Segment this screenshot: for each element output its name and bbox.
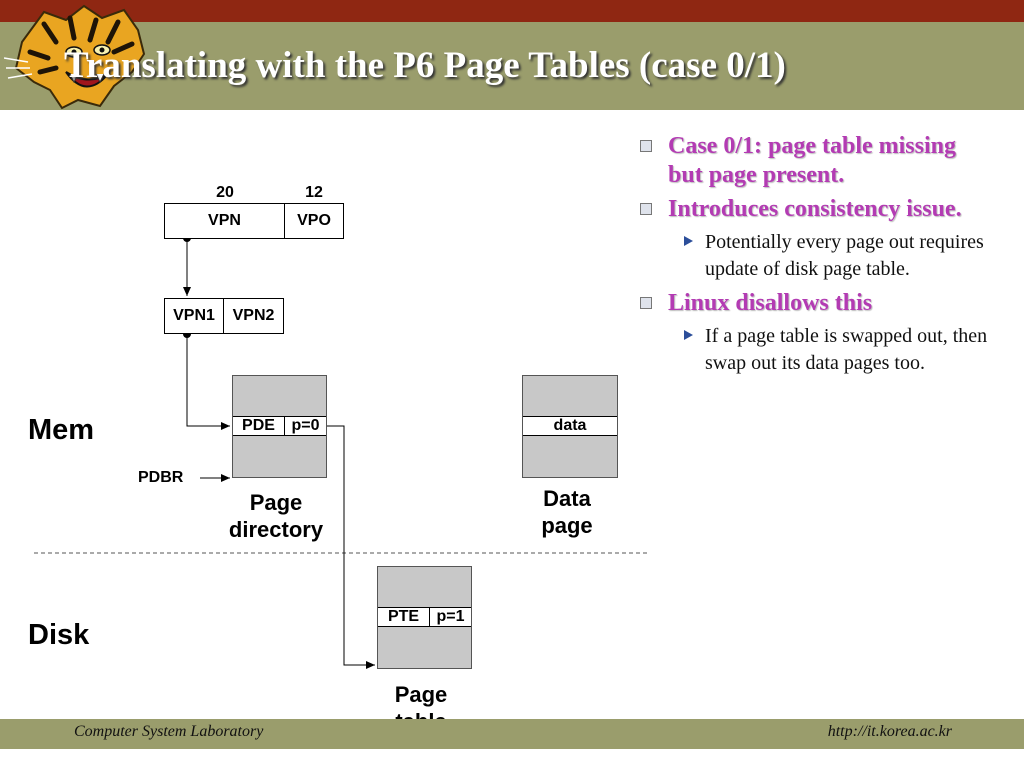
page-directory-box: PDE p=0 (232, 375, 327, 478)
page-directory-label-line1: Page (249, 490, 303, 515)
pte-flag: p=1 (436, 608, 465, 625)
vpn-split-box: VPN1 VPN2 (164, 298, 284, 334)
vpo-bits-label: 12 (305, 184, 323, 201)
title-bar (0, 22, 1024, 110)
pte-field: PTE (378, 608, 430, 626)
mem-label: Mem (28, 414, 95, 446)
pde-field: PDE (233, 417, 285, 435)
bullet-text: Introduces consistency issue. (668, 196, 962, 222)
data-page-label: Data page (512, 485, 622, 539)
bullet-list: Case 0/1: page table missing but page pr… (640, 132, 990, 383)
virtual-address-box: VPN VPO (164, 203, 344, 239)
vpn-bits-label: 20 (216, 184, 234, 201)
footer-lab-name: Computer System Laboratory (74, 723, 264, 740)
pte-row: PTE p=1 (378, 607, 471, 627)
square-bullet-icon (640, 140, 652, 152)
pdbr-label: PDBR (138, 469, 184, 486)
bullet-text: Potentially every page out requires upda… (705, 231, 984, 280)
page-directory-label: Page directory (206, 489, 346, 543)
sub-bullet-page-out: Potentially every page out requires upda… (640, 229, 990, 283)
square-bullet-icon (640, 297, 652, 309)
bullet-consistency: Introduces consistency issue. (640, 195, 990, 224)
arrow-bullet-icon (684, 236, 693, 246)
bullet-text: Case 0/1: page table missing but page pr… (668, 133, 956, 188)
page-table-box: PTE p=1 (377, 566, 472, 669)
vpn-field: VPN (165, 204, 285, 238)
data-page-label-line2: page (541, 513, 593, 538)
sub-bullet-swap-out: If a page table is swapped out, then swa… (640, 323, 990, 377)
bullet-case-0-1: Case 0/1: page table missing but page pr… (640, 132, 990, 190)
arrow-bullet-icon (684, 330, 693, 340)
data-page-label-line1: Data (543, 486, 591, 511)
data-field: data (553, 417, 587, 434)
vpn1-to-pde-arrow (186, 334, 230, 430)
vpn1-field: VPN1 (165, 299, 224, 333)
pde-flag: p=0 (291, 417, 320, 434)
bullet-text: If a page table is swapped out, then swa… (705, 325, 988, 374)
footer-url[interactable]: http://it.korea.ac.kr (827, 723, 952, 740)
vpn2-field: VPN2 (232, 307, 275, 324)
pde-row: PDE p=0 (233, 416, 326, 436)
pde-to-page-table-arrow (327, 425, 375, 669)
data-page-box: data (522, 375, 618, 478)
square-bullet-icon (640, 203, 652, 215)
page-directory-label-line2: directory (228, 517, 324, 542)
footer-bar (0, 719, 1024, 749)
bullet-text: Linux disallows this (668, 290, 873, 316)
page-table-label-line1: Page (394, 682, 448, 707)
tiger-icon (4, 4, 146, 110)
bullet-linux: Linux disallows this (640, 289, 990, 318)
top-bar (0, 0, 1024, 22)
data-row: data (523, 416, 617, 436)
vpo-field: VPO (297, 212, 331, 229)
slide-title: Translating with the P6 Page Tables (cas… (64, 45, 786, 86)
disk-label: Disk (28, 619, 90, 651)
